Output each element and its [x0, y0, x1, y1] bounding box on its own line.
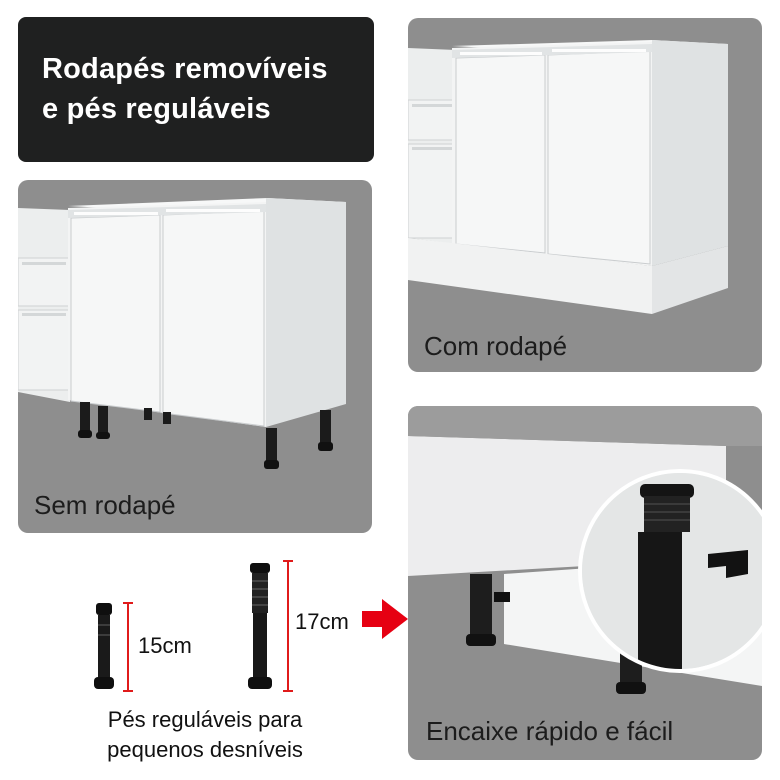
small-height-marker [123, 602, 133, 692]
caption-encaixe: Encaixe rápido e fácil [426, 716, 674, 746]
feet-description-line-2: pequenos desníveis [107, 737, 303, 762]
plinth-clip-detail-image [408, 406, 762, 694]
large-foot-height-label: 17cm [295, 609, 349, 634]
panel-encaixe: Encaixe rápido e fácil [408, 406, 762, 760]
title-line-2: e pés reguláveis [42, 93, 271, 125]
caption-com-rodape: Com rodapé [424, 331, 568, 361]
panel-sem-rodape: Sem rodapé [18, 180, 372, 533]
small-foot-icon [94, 603, 114, 689]
panel-com-rodape: Com rodapé [408, 18, 762, 372]
title-line-1: Rodapés removíveis [42, 53, 328, 85]
adjustable-feet-illustration [94, 560, 408, 692]
arrow-right-icon [362, 599, 408, 639]
feet-description-line-1: Pés reguláveis para [107, 707, 303, 732]
cabinet-with-plinth-image [408, 40, 728, 314]
cabinet-without-plinth-image [18, 198, 346, 469]
caption-sem-rodape: Sem rodapé [34, 490, 176, 520]
large-height-marker [283, 560, 293, 692]
large-foot-icon [248, 563, 272, 689]
title-banner: Rodapés removíveis e pés reguláveis [18, 17, 374, 162]
small-foot-height-label: 15cm [138, 633, 192, 658]
